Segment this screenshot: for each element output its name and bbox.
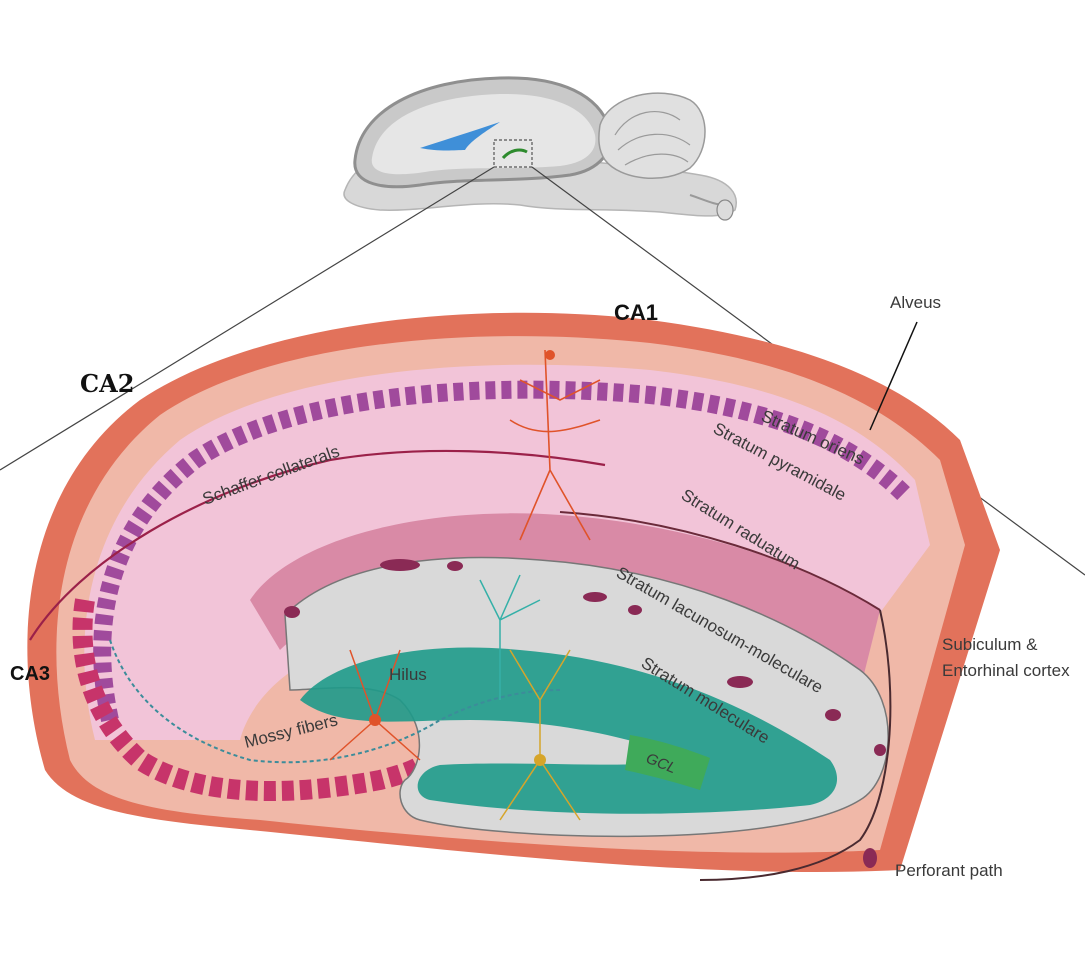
label-perforant-path: Perforant path (895, 861, 1003, 880)
label-alveus: Alveus (890, 293, 941, 312)
label-ca2: CA2 (80, 369, 134, 398)
brain-inset (344, 78, 736, 220)
label-hilus: Hilus (389, 665, 427, 684)
label-ca1: CA1 (614, 300, 658, 325)
label-subiculum-line2: Entorhinal cortex (942, 661, 1070, 680)
hippocampus (27, 313, 1000, 880)
label-ca3: CA3 (10, 663, 50, 685)
label-subiculum-line1: Subiculum & (942, 635, 1038, 654)
